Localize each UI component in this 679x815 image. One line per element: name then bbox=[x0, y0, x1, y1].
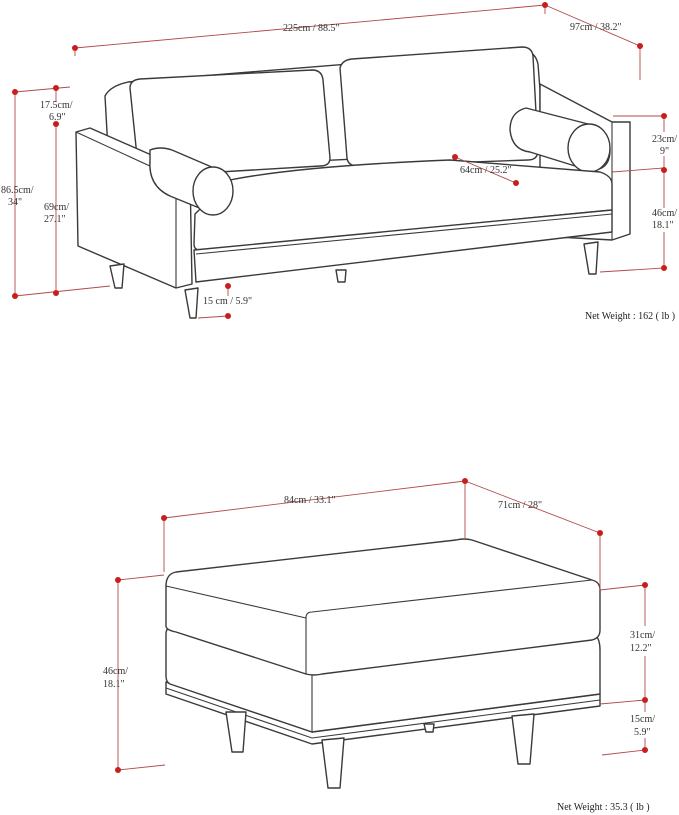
ottoman-dimension-lines bbox=[115, 478, 648, 773]
ottoman-height-cm: 46cm/ bbox=[103, 666, 128, 677]
sofa-back-height-in: 9" bbox=[660, 146, 669, 157]
sofa-depth-label: 97cm / 38.2" bbox=[570, 22, 622, 33]
sofa-leg-back-left bbox=[109, 263, 125, 289]
sofa-dimension-labels: 225cm / 88.5" 97cm / 38.2" 17.5cm/ 6.9" … bbox=[1, 22, 677, 322]
sofa-net-weight: Net Weight : 162 ( lb ) bbox=[585, 311, 675, 322]
sofa-base bbox=[193, 209, 613, 283]
ottoman-leg-front bbox=[321, 737, 345, 789]
ottoman-top-cushion bbox=[165, 538, 601, 676]
ottoman-cushion-height-cm: 31cm/ bbox=[630, 630, 655, 641]
sofa-leg-front-left bbox=[184, 287, 199, 319]
sofa-seat-depth-label: 64cm / 25.2" bbox=[460, 165, 512, 176]
ottoman-width-label: 84cm / 33.1" bbox=[284, 495, 336, 506]
ottoman-cushion-height-in: 12.2" bbox=[630, 643, 652, 654]
sofa-back-cushion-right bbox=[339, 46, 539, 167]
ottoman-drawing bbox=[165, 538, 601, 789]
sofa-drawing bbox=[75, 46, 631, 319]
sofa-dimension-lines bbox=[12, 2, 667, 319]
sofa-arm-floor-cm: 69cm/ bbox=[44, 202, 69, 213]
ottoman-dimension-labels: 84cm / 33.1" 71cm / 28" 46cm/ 18.1" 31cm… bbox=[103, 495, 655, 813]
ottoman-depth-label: 71cm / 28" bbox=[498, 500, 542, 511]
sofa-back-height-cm: 23cm/ bbox=[652, 134, 677, 145]
ottoman-leg-height-cm: 15cm/ bbox=[630, 714, 655, 725]
sofa-arm-height-cm: 17.5cm/ bbox=[40, 100, 73, 111]
sofa-arm-floor-in: 27.1" bbox=[44, 214, 66, 225]
ottoman-height-in: 18.1" bbox=[103, 679, 125, 690]
ottoman-leg-left bbox=[225, 711, 247, 753]
sofa-arm-height-in: 6.9" bbox=[49, 112, 66, 123]
ottoman-leg-height-in: 5.9" bbox=[634, 727, 651, 738]
sofa-seat-height-in: 18.1" bbox=[652, 220, 674, 231]
sofa-total-height-cm: 86.5cm/ bbox=[1, 185, 34, 196]
sofa-total-height-in: 34" bbox=[8, 197, 22, 208]
sofa-width-label: 225cm / 88.5" bbox=[283, 23, 340, 34]
sofa-leg-back-right bbox=[583, 241, 599, 275]
sofa-leg-height-label: 15 cm / 5.9" bbox=[203, 296, 252, 307]
ottoman-net-weight: Net Weight : 35.3 ( lb ) bbox=[557, 802, 650, 813]
ottoman-leg-back bbox=[423, 723, 435, 733]
sofa-leg-middle bbox=[335, 269, 347, 283]
ottoman-leg-right bbox=[511, 713, 535, 765]
sofa-seat-height-cm: 46cm/ bbox=[652, 208, 677, 219]
